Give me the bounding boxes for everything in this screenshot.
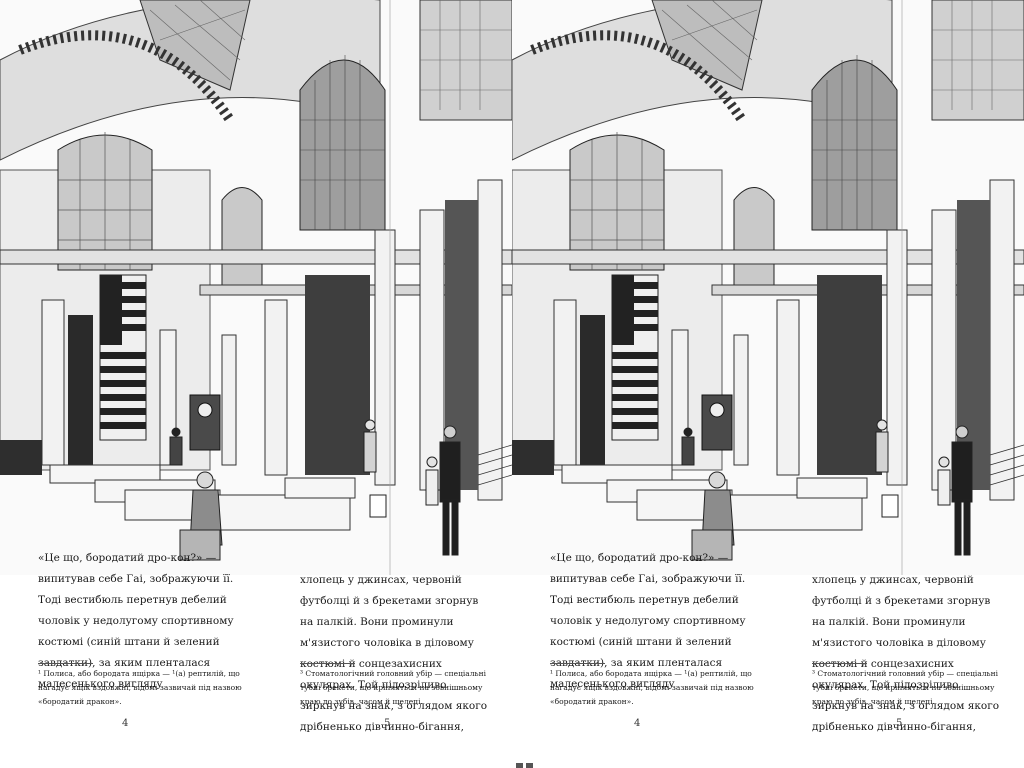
footnote-rule bbox=[812, 663, 867, 664]
left-page-footnote: ¹ Полиса, або бородата ящірка — ¹(а) реп… bbox=[38, 669, 242, 706]
footnote-rule bbox=[38, 663, 93, 664]
page-scroll-hint-icon bbox=[516, 763, 533, 768]
right-page-paragraph: хлопець у джинсах, червоній футболці й з… bbox=[300, 574, 488, 733]
left-page-footnote: ¹ Полиса, або бородата ящірка — ¹(а) реп… bbox=[550, 669, 754, 706]
left-page-number: 4 bbox=[122, 718, 129, 729]
flag-illustration bbox=[99, 274, 147, 441]
station-hall-illustration bbox=[512, 0, 1024, 575]
right-page-paragraph: хлопець у джинсах, червоній футболці й з… bbox=[812, 574, 1000, 733]
characters-illustration bbox=[681, 419, 973, 561]
right-page-footnote: ³ Стоматологічний головний убір — спеціа… bbox=[300, 669, 487, 706]
left-page-number: 4 bbox=[634, 718, 641, 729]
book-spread-right: «Це що, бородатий дро-кон?» — випитував … bbox=[512, 0, 1024, 760]
left-page-paragraph: «Це що, бородатий дро-кон?» — випитував … bbox=[38, 552, 234, 690]
characters-illustration bbox=[169, 419, 461, 561]
left-page-paragraph: «Це що, бородатий дро-кон?» — випитував … bbox=[550, 552, 746, 690]
footnote-rule bbox=[300, 663, 355, 664]
book-spread-left: «Це що, бородатий дро-кон?» — випитував … bbox=[0, 0, 512, 760]
footnote-rule bbox=[550, 663, 605, 664]
flag-illustration bbox=[611, 274, 659, 441]
right-page-footnote: ³ Стоматологічний головний убір — спеціа… bbox=[812, 669, 999, 706]
station-hall-illustration bbox=[0, 0, 512, 575]
right-page-number: 5 bbox=[384, 718, 391, 729]
right-page-number: 5 bbox=[896, 718, 903, 729]
